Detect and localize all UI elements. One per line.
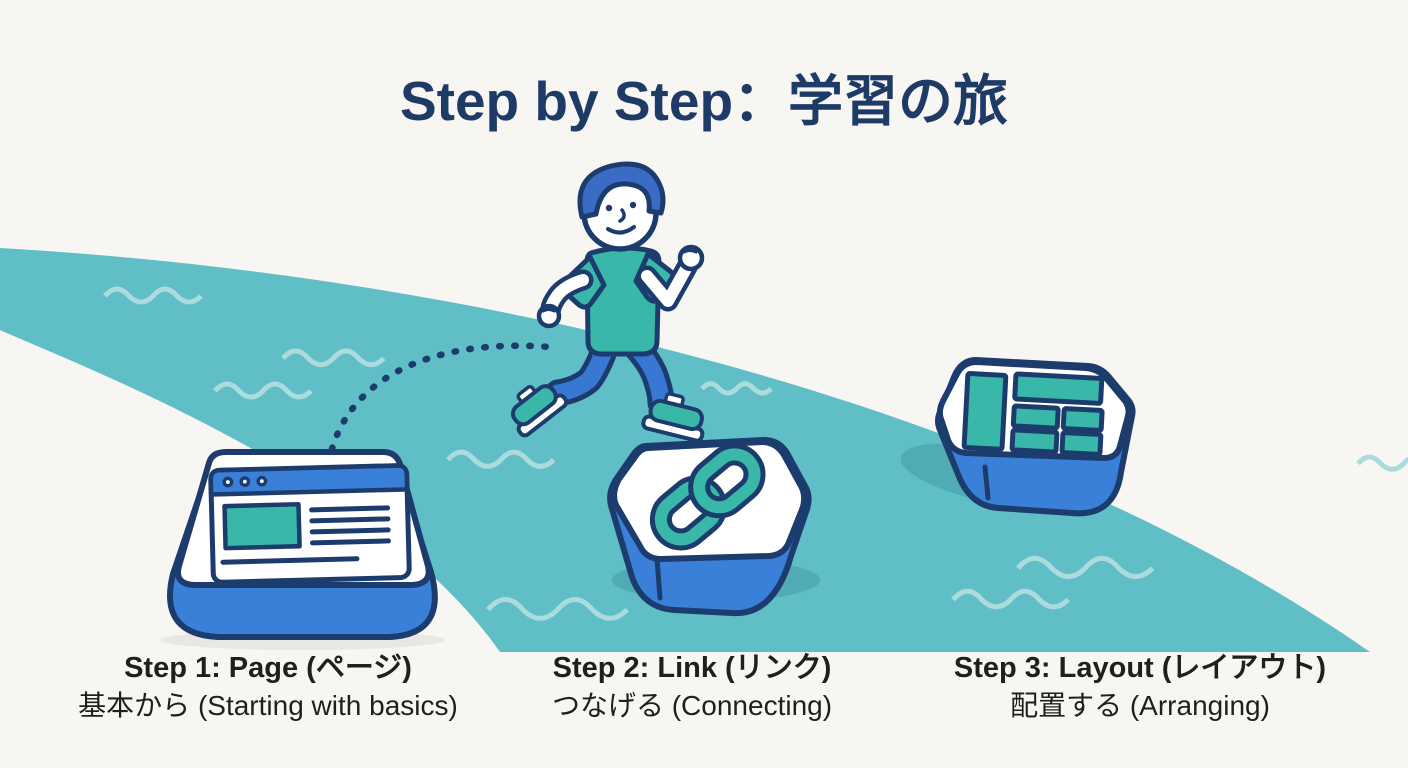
browser-text-line xyxy=(220,556,360,565)
layout-cell-block xyxy=(1060,406,1105,433)
runner-right-knuckles xyxy=(682,249,698,254)
runner-smile xyxy=(606,225,636,235)
stone-3-edge-crease xyxy=(982,464,991,501)
layout-header-block xyxy=(1012,371,1105,406)
browser-dot-center xyxy=(242,479,247,484)
browser-window-icon xyxy=(208,463,412,585)
step-2-caption: つなげる (Connecting) xyxy=(551,690,833,721)
browser-dot-center xyxy=(259,479,264,484)
browser-image-block xyxy=(222,501,302,551)
runner-character xyxy=(510,161,705,443)
page-title: Step by Step：学習の旅 xyxy=(399,70,1009,132)
browser-dot-center xyxy=(225,480,230,484)
runner-right-arm xyxy=(641,261,693,307)
browser-title-bar xyxy=(208,463,410,497)
layout-grid-icon xyxy=(961,371,1105,457)
runner-hair xyxy=(577,161,666,220)
step-3-heading: Step 3: Layout (レイアウト) xyxy=(953,652,1327,684)
step-3-caption: 配置する (Arranging) xyxy=(1010,690,1270,721)
browser-text-line xyxy=(309,505,391,513)
runner-front-shoe-icon xyxy=(641,392,705,443)
stepping-stone-page xyxy=(161,449,445,650)
runner-front-leg xyxy=(628,339,670,412)
step-3-label: Step 3: Layout (レイアウト) 配置する (Arranging) xyxy=(908,650,1372,723)
step-1-caption: 基本から (Starting with basics) xyxy=(78,690,458,721)
browser-window-dots xyxy=(222,475,268,488)
runner-back-leg xyxy=(549,337,615,402)
layout-cell-block xyxy=(1010,403,1061,431)
shoe-upper xyxy=(510,384,558,427)
runner-back-shoe-icon xyxy=(510,384,569,438)
step-2-heading: Step 2: Link (リンク) xyxy=(552,652,832,684)
runner-eye xyxy=(605,204,613,212)
layout-sidebar-block xyxy=(961,371,1009,452)
runner-left-knuckles xyxy=(541,308,556,313)
step-1-label: Step 1: Page (ページ) 基本から (Starting with b… xyxy=(40,650,496,723)
layout-cell-block xyxy=(1009,427,1060,455)
browser-text-line xyxy=(309,538,391,546)
shoe-upper xyxy=(648,398,704,432)
stone-2-edge-crease xyxy=(654,556,663,601)
jump-arc-dotted-line xyxy=(328,342,554,453)
chain-link-ring xyxy=(693,448,761,514)
browser-text-line xyxy=(309,527,391,535)
browser-text-lines xyxy=(220,505,391,565)
layout-cell-block xyxy=(1059,430,1104,457)
wave-icon xyxy=(1358,457,1408,469)
step-2-label: Step 2: Link (リンク) つなげる (Connecting) xyxy=(492,650,892,723)
runner-eye xyxy=(629,201,637,209)
stepping-stone-link xyxy=(607,437,812,617)
step-1-heading: Step 1: Page (ページ) xyxy=(124,652,412,684)
runner-nose xyxy=(618,208,626,223)
runner-face xyxy=(605,201,637,235)
stepping-stone-layout xyxy=(935,357,1136,517)
chain-link-icon xyxy=(649,443,766,551)
browser-text-line xyxy=(309,516,391,524)
